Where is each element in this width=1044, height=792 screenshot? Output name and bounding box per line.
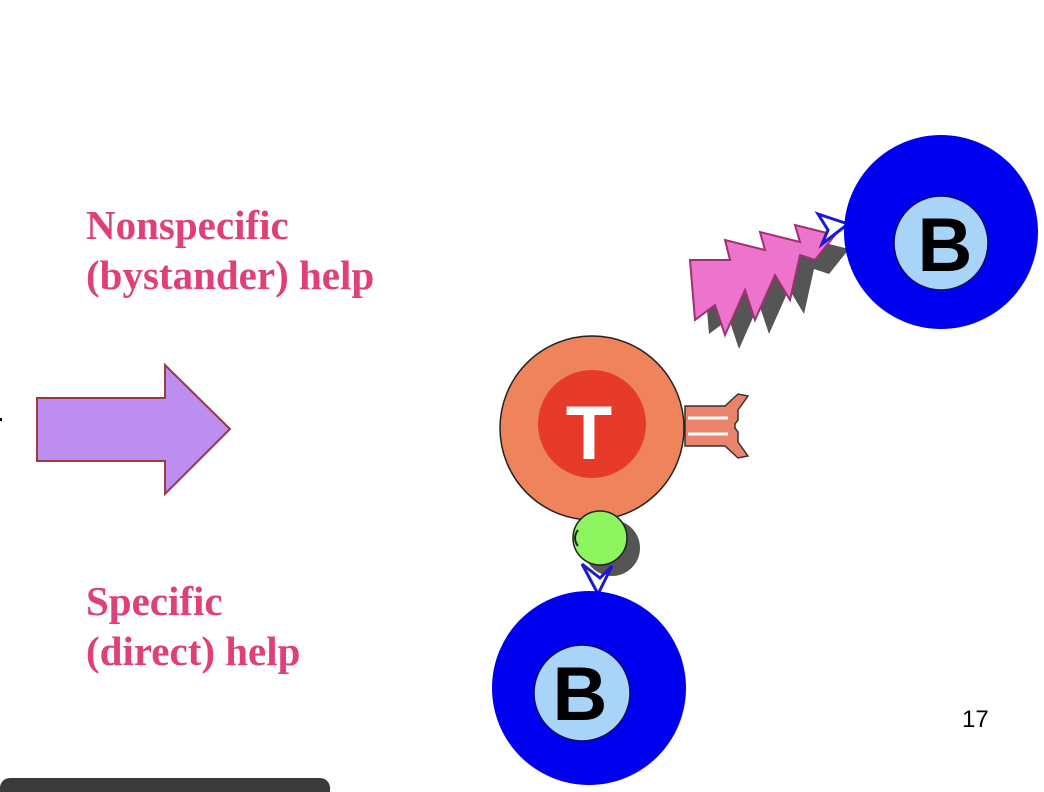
nonspecific-line-1: Nonspecific [86,202,289,248]
cropped-edge-mark [0,418,2,421]
specific-line-1: Specific [86,578,223,624]
cytokine-icon [688,223,837,338]
b-cell-top-label: B [918,203,973,288]
t-cell-label: T [566,391,612,476]
b-cell-bottom-label: B [553,652,608,737]
b-receptor-bottom-icon [580,562,614,598]
specific-help-label: Specific (direct) help [86,576,300,676]
contact-molecule-icon [572,510,628,566]
nonspecific-line-2: (bystander) help [86,252,375,298]
page-number: 17 [962,706,989,733]
cytokine-shadow [704,239,849,349]
specific-line-2: (direct) help [86,628,301,674]
nonspecific-help-label: Nonspecific (bystander) help [86,200,374,300]
b-cell-bottom [492,591,686,785]
block-arrow [36,362,232,497]
t-cell-receptor-icon [684,393,750,459]
bottom-bar [0,778,330,792]
b-cell-top [844,135,1038,329]
b-receptor-top-icon [814,211,852,249]
t-cell [499,335,685,521]
